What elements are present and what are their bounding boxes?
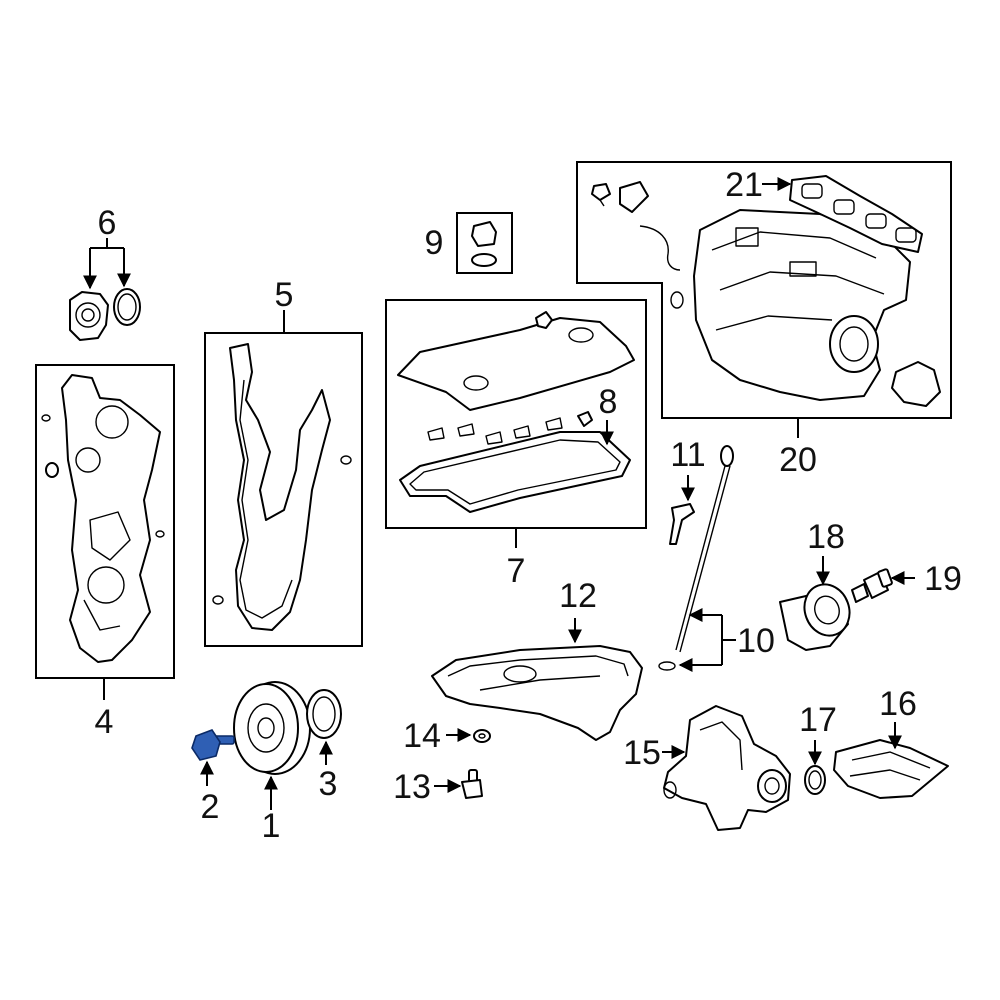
part-20-throttle-gasket[interactable] (891, 361, 941, 407)
part-6-o-ring[interactable] (113, 288, 141, 326)
part-20-box (576, 161, 952, 419)
part-20-vacuum-hose[interactable] (639, 225, 684, 309)
callout-19: 19 (924, 560, 962, 598)
part-12-oil-pan[interactable] (431, 645, 643, 741)
part-5-cover-gasket[interactable] (212, 343, 352, 631)
callout-4: 4 (95, 703, 114, 741)
callout-3: 3 (319, 765, 338, 803)
callout-7: 7 (507, 552, 526, 590)
callout-16: 16 (879, 685, 917, 723)
part-6-seal-plate[interactable] (69, 291, 109, 341)
part-15-oil-filter-housing[interactable] (663, 705, 791, 831)
callout-2: 2 (201, 788, 220, 826)
part-20-sensor-bolt[interactable] (591, 181, 649, 213)
callout-8: 8 (599, 383, 618, 421)
part-7-grommets[interactable] (427, 411, 593, 445)
callout-6: 6 (98, 204, 117, 242)
callout-5: 5 (275, 276, 294, 314)
callout-10-leader (678, 608, 736, 672)
part-18-oil-filter[interactable] (779, 578, 857, 651)
part-17-o-ring[interactable] (804, 765, 826, 795)
callout-11: 11 (670, 436, 705, 474)
part-14-drain-washer[interactable] (473, 729, 491, 743)
part-4-timing-cover[interactable] (41, 374, 165, 663)
callout-18: 18 (807, 518, 845, 556)
callout-13: 13 (393, 768, 431, 806)
part-13-drain-plug[interactable] (461, 769, 483, 799)
callout-9: 9 (425, 224, 444, 262)
callout-10: 10 (737, 622, 775, 660)
part-19-oil-pressure-switch[interactable] (851, 568, 893, 603)
callout-20: 20 (779, 441, 817, 479)
part-7-valve-cover[interactable] (397, 311, 635, 411)
callout-17: 17 (799, 701, 837, 739)
part-8-valve-cover-gasket[interactable] (399, 431, 631, 513)
part-2-pulley-bolt[interactable] (191, 729, 235, 761)
callout-12: 12 (559, 577, 597, 615)
part-3-front-oil-seal[interactable] (306, 689, 342, 739)
callout-6-leader (83, 238, 131, 290)
callout-14: 14 (403, 717, 441, 755)
callout-15: 15 (623, 734, 661, 772)
part-9-box (456, 212, 513, 274)
part-9-oil-filler-cap[interactable] (471, 221, 497, 267)
part-16-oil-housing-cover[interactable] (833, 739, 949, 799)
part-21-manifold-gasket[interactable] (789, 175, 923, 253)
part-1-crankshaft-pulley[interactable] (233, 681, 311, 775)
part-20-intake-manifold[interactable] (693, 209, 911, 401)
callout-21: 21 (725, 166, 763, 204)
part-11-dipstick-tube-bracket[interactable] (669, 503, 695, 545)
callout-1: 1 (262, 807, 281, 845)
part-10-dipstick[interactable] (658, 445, 734, 671)
